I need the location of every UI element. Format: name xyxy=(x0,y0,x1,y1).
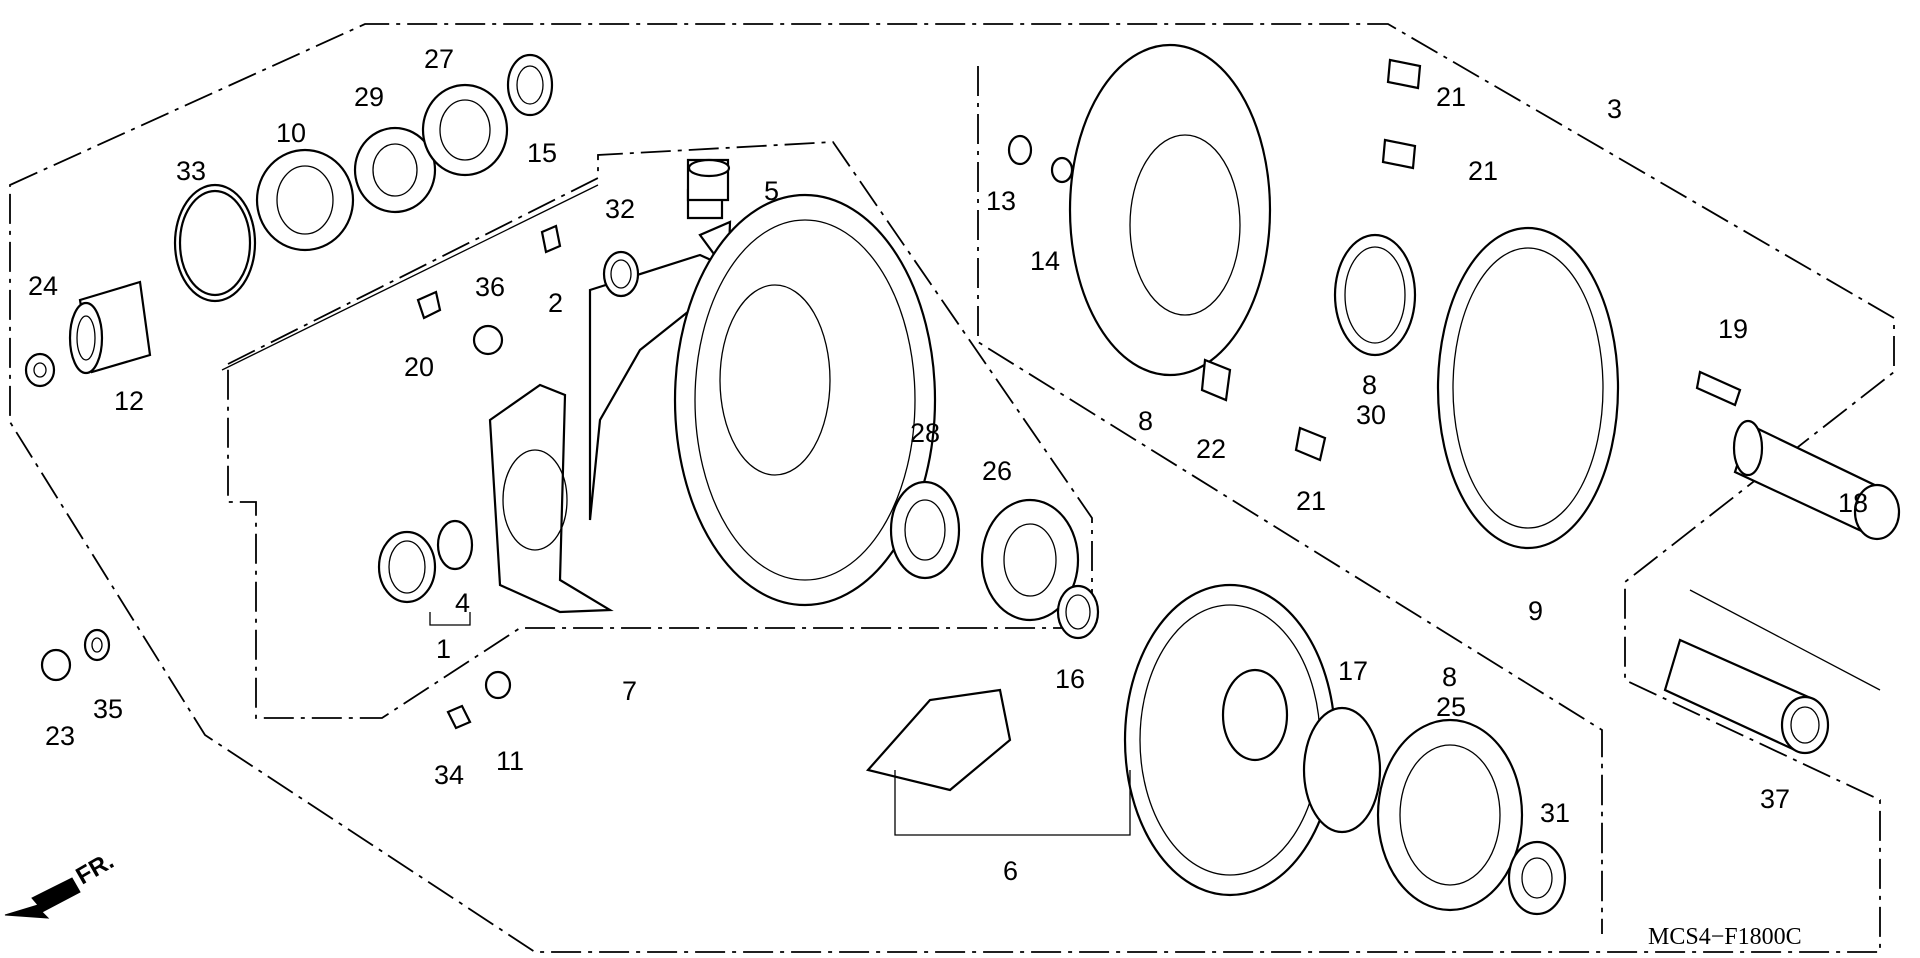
front-label: FR. xyxy=(72,847,119,890)
part-label-30: 30 xyxy=(1356,400,1386,430)
shaft-parts xyxy=(24,53,554,388)
part-label-21: 21 xyxy=(1296,486,1326,516)
part-label-16: 16 xyxy=(1055,664,1085,694)
part-label-27: 27 xyxy=(424,44,454,74)
front-direction-indicator: FR. xyxy=(4,847,119,919)
part-label-21: 21 xyxy=(1468,156,1498,186)
part-label-29: 29 xyxy=(354,82,384,112)
part-label-7: 7 xyxy=(622,676,637,706)
part-label-26: 26 xyxy=(982,456,1012,486)
cover-parts xyxy=(1007,43,1742,550)
group-frames xyxy=(9,23,1895,953)
part-label-11: 11 xyxy=(496,746,524,776)
part-label-8: 8 xyxy=(1362,370,1377,400)
part-label-12: 12 xyxy=(114,386,144,416)
part-label-28: 28 xyxy=(910,418,940,448)
part-label-2: 2 xyxy=(548,288,563,318)
part-label-19: 19 xyxy=(1718,314,1748,344)
part-label-8: 8 xyxy=(1442,662,1457,692)
part-label-1: 1 xyxy=(436,634,451,664)
part-label-35: 35 xyxy=(93,694,123,724)
front-arrow-icon xyxy=(4,877,81,919)
part-label-32: 32 xyxy=(605,194,635,224)
part-label-3: 3 xyxy=(1607,94,1622,124)
part-label-18: 18 xyxy=(1838,488,1868,518)
drawing-code: MCS4−F1800C xyxy=(1648,924,1802,950)
part-labels: 1 2 3 4 5 6 7 8 8 8 9 10 11 12 13 14 15 … xyxy=(28,44,1868,886)
part-label-22: 22 xyxy=(1196,434,1226,464)
part-label-9: 9 xyxy=(1528,596,1543,626)
part-label-10: 10 xyxy=(276,118,306,148)
gear-set xyxy=(429,480,1567,916)
part-label-31: 31 xyxy=(1540,798,1570,828)
part-label-23: 23 xyxy=(45,721,75,751)
part-label-4: 4 xyxy=(455,588,470,618)
part-label-34: 34 xyxy=(434,760,464,790)
part-label-17: 17 xyxy=(1338,656,1368,686)
part-label-37: 37 xyxy=(1760,784,1790,814)
part-label-36: 36 xyxy=(475,272,505,302)
part-label-24: 24 xyxy=(28,271,58,301)
part-label-21: 21 xyxy=(1436,82,1466,112)
part-label-13: 13 xyxy=(986,186,1016,216)
part-label-33: 33 xyxy=(176,156,206,186)
part-label-8: 8 xyxy=(1138,406,1153,436)
part-label-20: 20 xyxy=(404,352,434,382)
part-label-6: 6 xyxy=(1003,856,1018,886)
part-label-25: 25 xyxy=(1436,692,1466,722)
spacers xyxy=(1663,419,1901,755)
part-label-5: 5 xyxy=(764,176,779,206)
gear-case xyxy=(40,158,937,730)
part-label-14: 14 xyxy=(1030,246,1060,276)
part-label-15: 15 xyxy=(527,138,557,168)
